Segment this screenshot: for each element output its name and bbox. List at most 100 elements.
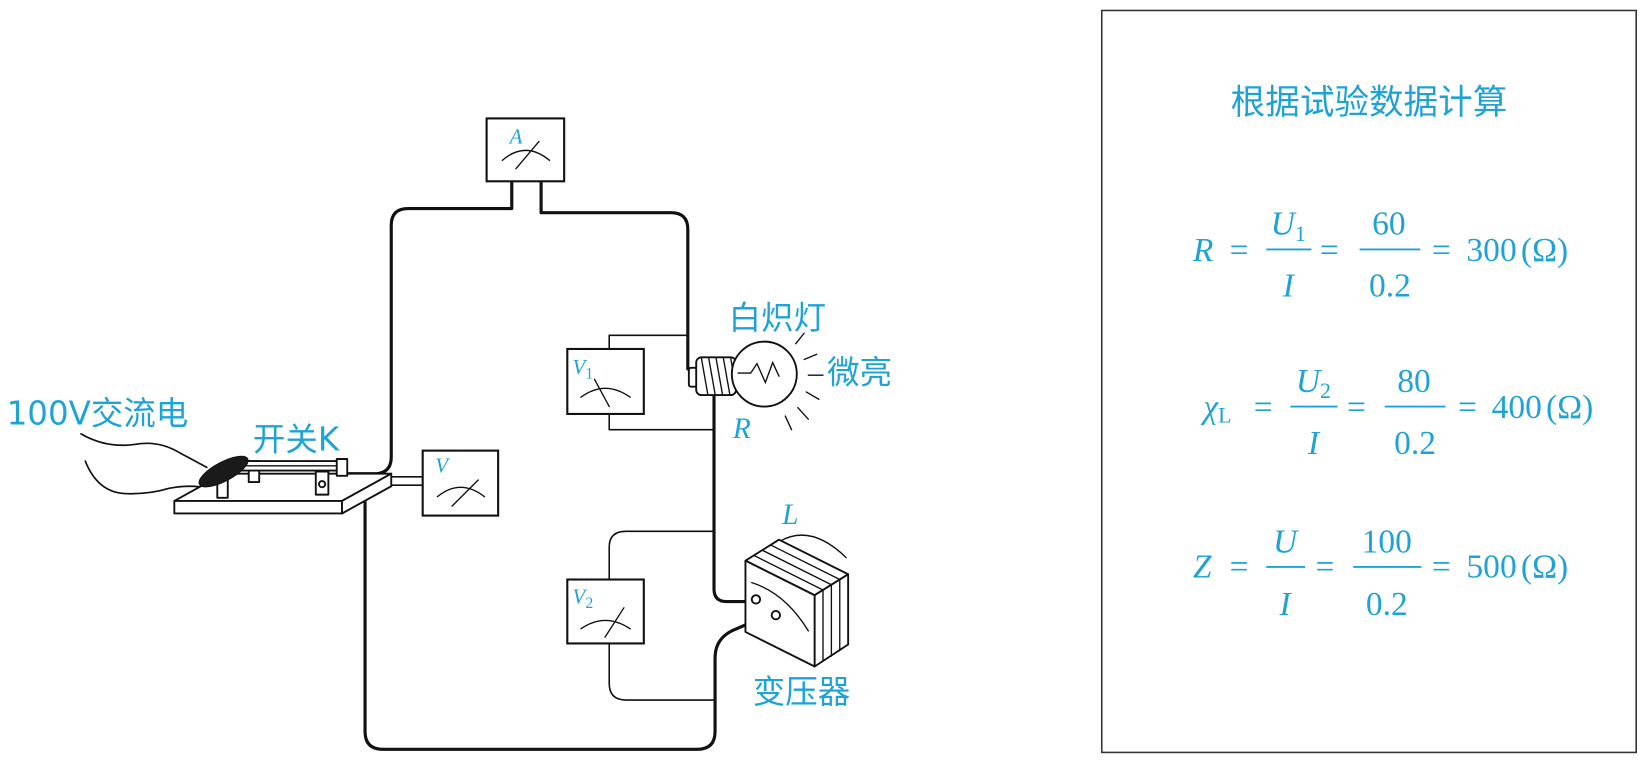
lamp-bulb — [730, 340, 798, 408]
switch-board-side — [341, 472, 393, 515]
formula-result: 500(Ω) — [1466, 548, 1568, 585]
fraction-numerator-symbol: U — [1273, 523, 1300, 560]
formula-impedance: Z = U I = 100 0.2 = 500(Ω) — [1193, 523, 1568, 623]
voltmeter-v2: V2 — [566, 578, 645, 645]
cord-wire-upper — [80, 433, 208, 469]
result-unit: (Ω) — [1521, 232, 1568, 269]
lhs-subscript: L — [1218, 402, 1231, 427]
voltmeter-v1-needle — [593, 378, 610, 408]
incandescent-lamp — [687, 332, 824, 431]
circuit-diagram: A V V1 V2 — [7, 117, 892, 751]
switch-screw — [317, 480, 327, 489]
formula-lhs: R — [1192, 232, 1213, 269]
knife-switch — [173, 455, 393, 515]
formula-lhs: χL — [1200, 389, 1231, 427]
equals-sign: = — [1316, 548, 1335, 585]
transformer-inductance-symbol: L — [781, 499, 798, 531]
lead-voltmeter-v2 — [608, 530, 716, 701]
numerator-subscript: 2 — [1320, 378, 1331, 403]
result-value: 400 — [1492, 389, 1542, 426]
numerator-letter: U — [1271, 206, 1298, 243]
fraction-denominator-symbol: I — [1282, 268, 1296, 305]
power-cord — [80, 433, 210, 495]
lhs-letter: χ — [1200, 389, 1219, 426]
result-unit: (Ω) — [1546, 389, 1593, 426]
calculation-panel-border — [1100, 9, 1637, 754]
voltmeter-v2-subscript: 2 — [585, 595, 593, 612]
formula-resistance: R = U1 I = 60 0.2 = 300(Ω) — [1192, 206, 1568, 305]
result-unit: (Ω) — [1521, 548, 1568, 585]
lamp-state-label: 微亮 — [827, 354, 892, 392]
fraction-denominator-value: 0.2 — [1369, 268, 1411, 305]
formula-lhs: Z — [1193, 548, 1212, 585]
voltmeter-v1-letter: V — [573, 355, 588, 379]
transformer-side-laminations — [822, 578, 841, 662]
switch-handle — [198, 455, 249, 488]
voltmeter-v2-letter: V — [573, 585, 588, 609]
transformer-terminal-2 — [770, 610, 781, 621]
transformer-front-curve — [751, 581, 810, 632]
voltmeter-v1-symbol: V1 — [573, 355, 594, 382]
wire-ammeter-to-switch — [345, 179, 514, 476]
voltmeter-v2-box — [566, 578, 645, 645]
result-value: 500 — [1466, 548, 1516, 585]
numerator-letter: U — [1296, 363, 1323, 400]
fraction-denominator-value: 0.2 — [1366, 586, 1408, 623]
numerator-subscript: 1 — [1295, 221, 1306, 246]
voltmeter-v-scale — [436, 486, 486, 498]
voltmeter-v-needle — [451, 479, 479, 507]
fraction-numerator-value: 80 — [1397, 363, 1431, 400]
wire-ammeter-to-lamp — [539, 179, 690, 371]
voltmeter-v1: V1 — [566, 347, 645, 415]
voltmeter-v-box — [421, 449, 500, 517]
equals-sign: = — [1230, 548, 1249, 585]
transformer-coil — [778, 534, 847, 559]
equals-sign: = — [1432, 548, 1451, 585]
switch-label: 开关K — [253, 421, 340, 459]
switch-board-front — [173, 499, 343, 515]
transformer-top-laminations — [753, 544, 841, 591]
ammeter-symbol: A — [508, 125, 523, 149]
ammeter: A — [485, 117, 566, 183]
switch-hinge-right — [335, 458, 349, 477]
fraction-denominator-symbol: I — [1307, 425, 1321, 462]
ammeter-needle — [515, 140, 540, 170]
voltmeter-v: V — [421, 449, 500, 517]
voltmeter-v2-symbol: V2 — [573, 585, 594, 612]
voltmeter-v2-scale — [580, 619, 631, 630]
calculation-panel: 根据试验数据计算 R = U1 I = 60 0.2 = 300(Ω) χL =… — [1100, 9, 1637, 754]
formula-result: 300(Ω) — [1466, 232, 1568, 269]
fraction-denominator-value: 0.2 — [1394, 425, 1436, 462]
transformer-terminal-1 — [750, 594, 762, 605]
lamp-filament — [737, 360, 780, 385]
lamp-resistance-symbol: R — [732, 413, 751, 445]
voltmeter-v1-subscript: 1 — [585, 365, 593, 382]
lead-voltmeter-v1 — [608, 334, 715, 431]
cord-wire-lower — [84, 460, 210, 495]
result-value: 300 — [1466, 232, 1516, 269]
wire-lamp-to-transformer — [712, 394, 754, 604]
fraction-numerator-symbol: U1 — [1271, 206, 1306, 246]
equals-sign: = — [1320, 232, 1339, 269]
voltmeter-v1-box — [566, 347, 645, 415]
voltmeter-v-symbol: V — [435, 454, 450, 478]
equals-sign: = — [1230, 232, 1249, 269]
lamp-light-rays — [784, 332, 824, 431]
ammeter-scale — [501, 149, 551, 162]
equals-sign: = — [1432, 232, 1451, 269]
power-source-label: 100V交流电 — [7, 394, 189, 432]
fraction-numerator-value: 100 — [1362, 523, 1412, 560]
voltmeter-v2-needle — [604, 607, 625, 638]
transformer-label: 变压器 — [753, 673, 850, 711]
voltmeter-v1-scale — [580, 387, 631, 398]
lamp-label: 白炽灯 — [729, 299, 826, 337]
equals-sign: = — [1254, 389, 1273, 426]
formula-result: 400(Ω) — [1492, 389, 1594, 426]
transformer — [744, 534, 850, 668]
fraction-denominator-symbol: I — [1279, 586, 1293, 623]
wire-switch-to-transformer — [337, 486, 765, 751]
formula-inductive-reactance: χL = U2 I = 80 0.2 = 400(Ω) — [1200, 363, 1593, 462]
calculation-title: 根据试验数据计算 — [1231, 83, 1508, 123]
